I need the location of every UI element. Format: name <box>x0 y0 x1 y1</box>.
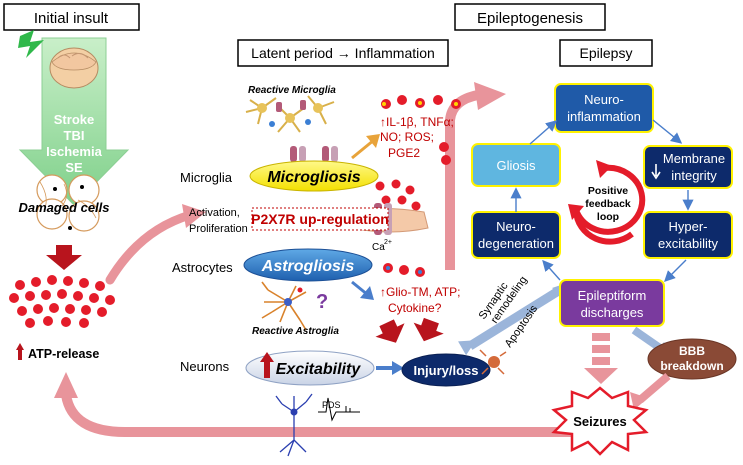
svg-text:Excitability: Excitability <box>276 361 362 378</box>
svg-text:integrity: integrity <box>671 168 717 183</box>
down-arrow-icon <box>651 164 661 180</box>
svg-text:feedback: feedback <box>585 198 631 210</box>
svg-text:P2X7R up-regulation: P2X7R up-regulation <box>251 211 389 227</box>
astro-cytokine-line-2: Cytokine? <box>388 301 442 315</box>
svg-text:Neuro-: Neuro- <box>496 219 536 234</box>
box-hyperexcitability: Hyper- excitability <box>643 211 733 259</box>
svg-text:Positive: Positive <box>588 185 628 197</box>
box-epileptiform-discharges: Epileptiform discharges <box>559 279 665 327</box>
up-arrow-icon <box>16 343 24 360</box>
cycle-arrows <box>510 119 694 282</box>
svg-text:Latent period → Inflammation: Latent period → Inflammation <box>251 45 435 61</box>
lightning-icon <box>18 30 44 58</box>
svg-text:breakdown: breakdown <box>660 359 723 373</box>
svg-text:discharges: discharges <box>581 305 644 320</box>
box-neurodegeneration: Neuro- degeneration <box>471 211 561 259</box>
arrow-to-seizures <box>584 333 618 384</box>
p2x7r-receptor-icon <box>290 146 338 162</box>
svg-text:Astrogliosis: Astrogliosis <box>261 258 355 275</box>
header-epileptogenesis: Epileptogenesis <box>454 3 606 31</box>
question-mark: ? <box>316 291 328 313</box>
insult-stroke: Stroke <box>54 112 94 127</box>
svg-text:excitability: excitability <box>658 236 718 251</box>
cytokine-dots-micro <box>381 95 461 165</box>
apoptotic-cell-icon <box>479 349 507 375</box>
atp-dots <box>9 275 115 328</box>
svg-text:Injury/loss: Injury/loss <box>413 363 478 378</box>
down-arrow-icon <box>46 245 82 270</box>
cytokine-line-2: NO; ROS; <box>380 130 434 144</box>
row-label-activation: Activation, <box>189 207 240 219</box>
reactive-microglia-icon <box>245 95 335 133</box>
svg-text:Microgliosis: Microgliosis <box>267 169 360 186</box>
insult-ischemia: Ischemia <box>46 144 102 159</box>
reactive-astroglia-label: Reactive Astroglia <box>252 326 339 337</box>
box-membrane-integrity: Membrane integrity <box>643 145 733 189</box>
astrogliosis-oval: Astrogliosis <box>243 248 373 282</box>
insult-se: SE <box>65 160 83 175</box>
p2x7r-upregulation-box: P2X7R up-regulation <box>251 207 389 231</box>
damaged-cells-label: Damaged cells <box>18 200 109 215</box>
arrow-micro-cytokine <box>351 138 375 160</box>
svg-text:Epileptiform: Epileptiform <box>578 288 647 303</box>
box-neuroinflammation: Neuro- inflammation <box>554 83 654 133</box>
positive-feedback-loop: Positive feedback loop <box>568 160 646 245</box>
svg-text:Seizures: Seizures <box>573 414 626 429</box>
header-initial-insult: Initial insult <box>3 3 140 31</box>
calcium-label: Ca <box>372 242 385 253</box>
box-gliosis: Gliosis <box>471 143 561 187</box>
svg-text:Membrane: Membrane <box>663 151 725 166</box>
excitability-oval: Excitability <box>245 350 375 386</box>
row-label-neurons: Neurons <box>180 359 230 374</box>
svg-text:degeneration: degeneration <box>478 236 554 251</box>
row-label-microglia: Microglia <box>180 170 233 185</box>
wedge-arrow-2 <box>413 317 444 342</box>
reactive-microglia-label: Reactive Microglia <box>248 85 336 96</box>
damaged-cells-icon <box>36 174 100 232</box>
pds-label: PDS <box>322 400 341 410</box>
arrow-to-latent <box>105 210 195 285</box>
svg-text:BBB: BBB <box>679 344 705 358</box>
svg-text:loop: loop <box>597 211 619 223</box>
row-label-proliferation: Proliferation <box>189 223 248 235</box>
arrow-to-bbb <box>631 326 663 352</box>
svg-text:2+: 2+ <box>384 239 392 246</box>
insult-arrow: Stroke TBI Ischemia SE <box>18 30 130 206</box>
svg-text:Epileptogenesis: Epileptogenesis <box>477 10 583 27</box>
feedback-loop-arrow <box>61 393 575 437</box>
svg-text:Hyper-: Hyper- <box>668 219 707 234</box>
microgliosis-oval: Microgliosis <box>249 160 379 192</box>
svg-text:Gliosis: Gliosis <box>496 158 536 173</box>
header-epilepsy: Epilepsy <box>559 39 653 67</box>
wedge-arrow-1 <box>375 319 405 343</box>
cytokine-line-1: ↑IL-1β, TNFα; <box>380 115 454 129</box>
insult-tbi: TBI <box>64 128 85 143</box>
reactive-astroglia-icon <box>261 281 307 331</box>
astro-cytokine-line-1: ↑Glio-TM, ATP; <box>380 285 460 299</box>
seizures-burst: Seizures <box>551 386 649 456</box>
row-label-astrocytes: Astrocytes <box>172 260 233 275</box>
cytokine-line-3: PGE2 <box>388 146 420 160</box>
svg-text:Initial insult: Initial insult <box>34 10 109 27</box>
injury-loss-oval: Injury/loss <box>401 353 491 387</box>
atp-release-label: ATP-release <box>28 347 99 361</box>
bbb-breakdown-oval: BBB breakdown <box>647 338 737 380</box>
header-latent-period: Latent period → Inflammation <box>237 39 449 67</box>
up-arrow-icon <box>260 352 274 378</box>
svg-text:inflammation: inflammation <box>567 109 641 124</box>
pds-trace <box>318 397 360 422</box>
neuron-icon <box>275 393 313 457</box>
svg-text:Epilepsy: Epilepsy <box>580 45 633 61</box>
svg-text:Neuro-: Neuro- <box>584 92 624 107</box>
cytokine-dots-astro <box>383 263 425 277</box>
